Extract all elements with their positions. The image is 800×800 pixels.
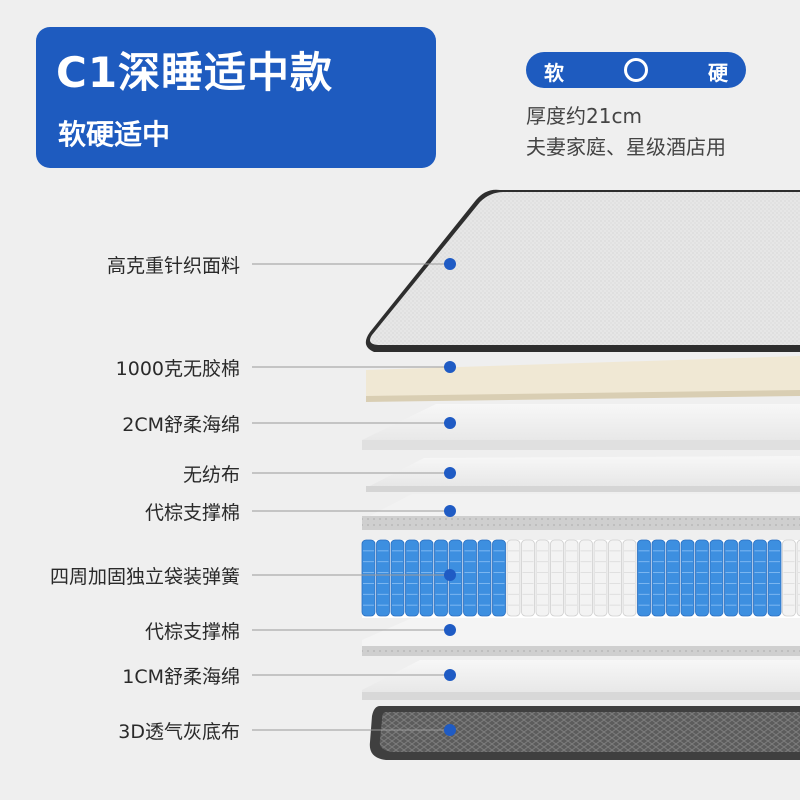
spring-pocket <box>579 539 593 617</box>
product-subtitle: 软硬适中 <box>58 118 171 151</box>
spring-pocket <box>651 539 666 617</box>
spring-pocket <box>666 539 680 617</box>
layer-marker <box>444 417 456 429</box>
spring-pocket <box>724 539 738 617</box>
layer-label: 代棕支撑棉 <box>144 621 240 643</box>
firmness-soft-label: 软 <box>544 61 564 85</box>
layer-marker <box>444 505 456 517</box>
spring-pocket <box>564 539 579 617</box>
layer-marker <box>444 724 456 736</box>
layer-label: 高克重针织面料 <box>106 255 240 277</box>
spring-pocket <box>506 539 521 617</box>
usage-text: 夫妻家庭、星级酒店用 <box>526 135 726 159</box>
spring-pocket <box>390 539 405 617</box>
spring-pocket <box>608 539 622 617</box>
spring-pocket <box>796 539 800 617</box>
spring-pocket <box>550 539 564 617</box>
spring-pocket <box>738 539 753 617</box>
spring-pocket <box>767 539 782 617</box>
layer-cotton <box>366 356 800 402</box>
layer-palm-cotton-upper <box>362 494 800 530</box>
title-card: C1深睡适中款 软硬适中 <box>36 27 436 168</box>
spring-pocket <box>419 539 434 617</box>
spring-pocket <box>361 539 376 617</box>
layer-marker <box>444 669 456 681</box>
spring-pocket <box>463 539 477 617</box>
layer-label: 3D透气灰底布 <box>118 721 240 743</box>
spring-pocket <box>405 539 419 617</box>
layer-marker <box>444 258 456 270</box>
layer-3d-base <box>369 706 800 760</box>
thickness-text: 厚度约21cm <box>526 104 642 128</box>
layer-markers <box>444 258 456 736</box>
layer-marker <box>444 467 456 479</box>
layer-marker <box>444 361 456 373</box>
layer-sponge-1cm <box>362 660 800 700</box>
firmness-hard-label: 硬 <box>708 61 728 85</box>
layer-knit-fabric <box>365 189 800 352</box>
layer-label: 1000克无胶棉 <box>115 358 240 380</box>
layer-label: 无纺布 <box>182 464 240 486</box>
layer-palm-cotton-lower <box>362 618 800 656</box>
layer-nonwoven <box>366 456 800 492</box>
spring-pocket <box>535 539 550 617</box>
spring-pocket <box>622 539 637 617</box>
spring-pocket <box>376 539 390 617</box>
leader-lines <box>252 263 450 731</box>
layer-pocket-springs <box>361 539 800 618</box>
layer-sponge-2cm <box>362 404 800 450</box>
firmness-indicator: 软 硬 <box>526 52 746 88</box>
spring-pocket <box>477 539 492 617</box>
layer-label: 2CM舒柔海绵 <box>122 414 240 436</box>
spring-pocket <box>593 539 608 617</box>
spring-pocket <box>521 539 535 617</box>
spring-pocket <box>709 539 724 617</box>
spring-pocket <box>492 539 506 617</box>
spring-pocket <box>695 539 709 617</box>
layer-label: 四周加固独立袋装弹簧 <box>49 566 240 588</box>
product-title: C1深睡适中款 <box>56 48 334 97</box>
layer-label: 代棕支撑棉 <box>144 502 240 524</box>
layer-marker <box>444 624 456 636</box>
layer-label: 1CM舒柔海绵 <box>122 666 240 688</box>
spring-pocket <box>637 539 651 617</box>
firmness-knob <box>624 58 648 82</box>
spring-pocket <box>782 539 796 617</box>
spring-pocket <box>680 539 695 617</box>
spring-pocket <box>753 539 767 617</box>
layer-marker <box>444 569 456 581</box>
